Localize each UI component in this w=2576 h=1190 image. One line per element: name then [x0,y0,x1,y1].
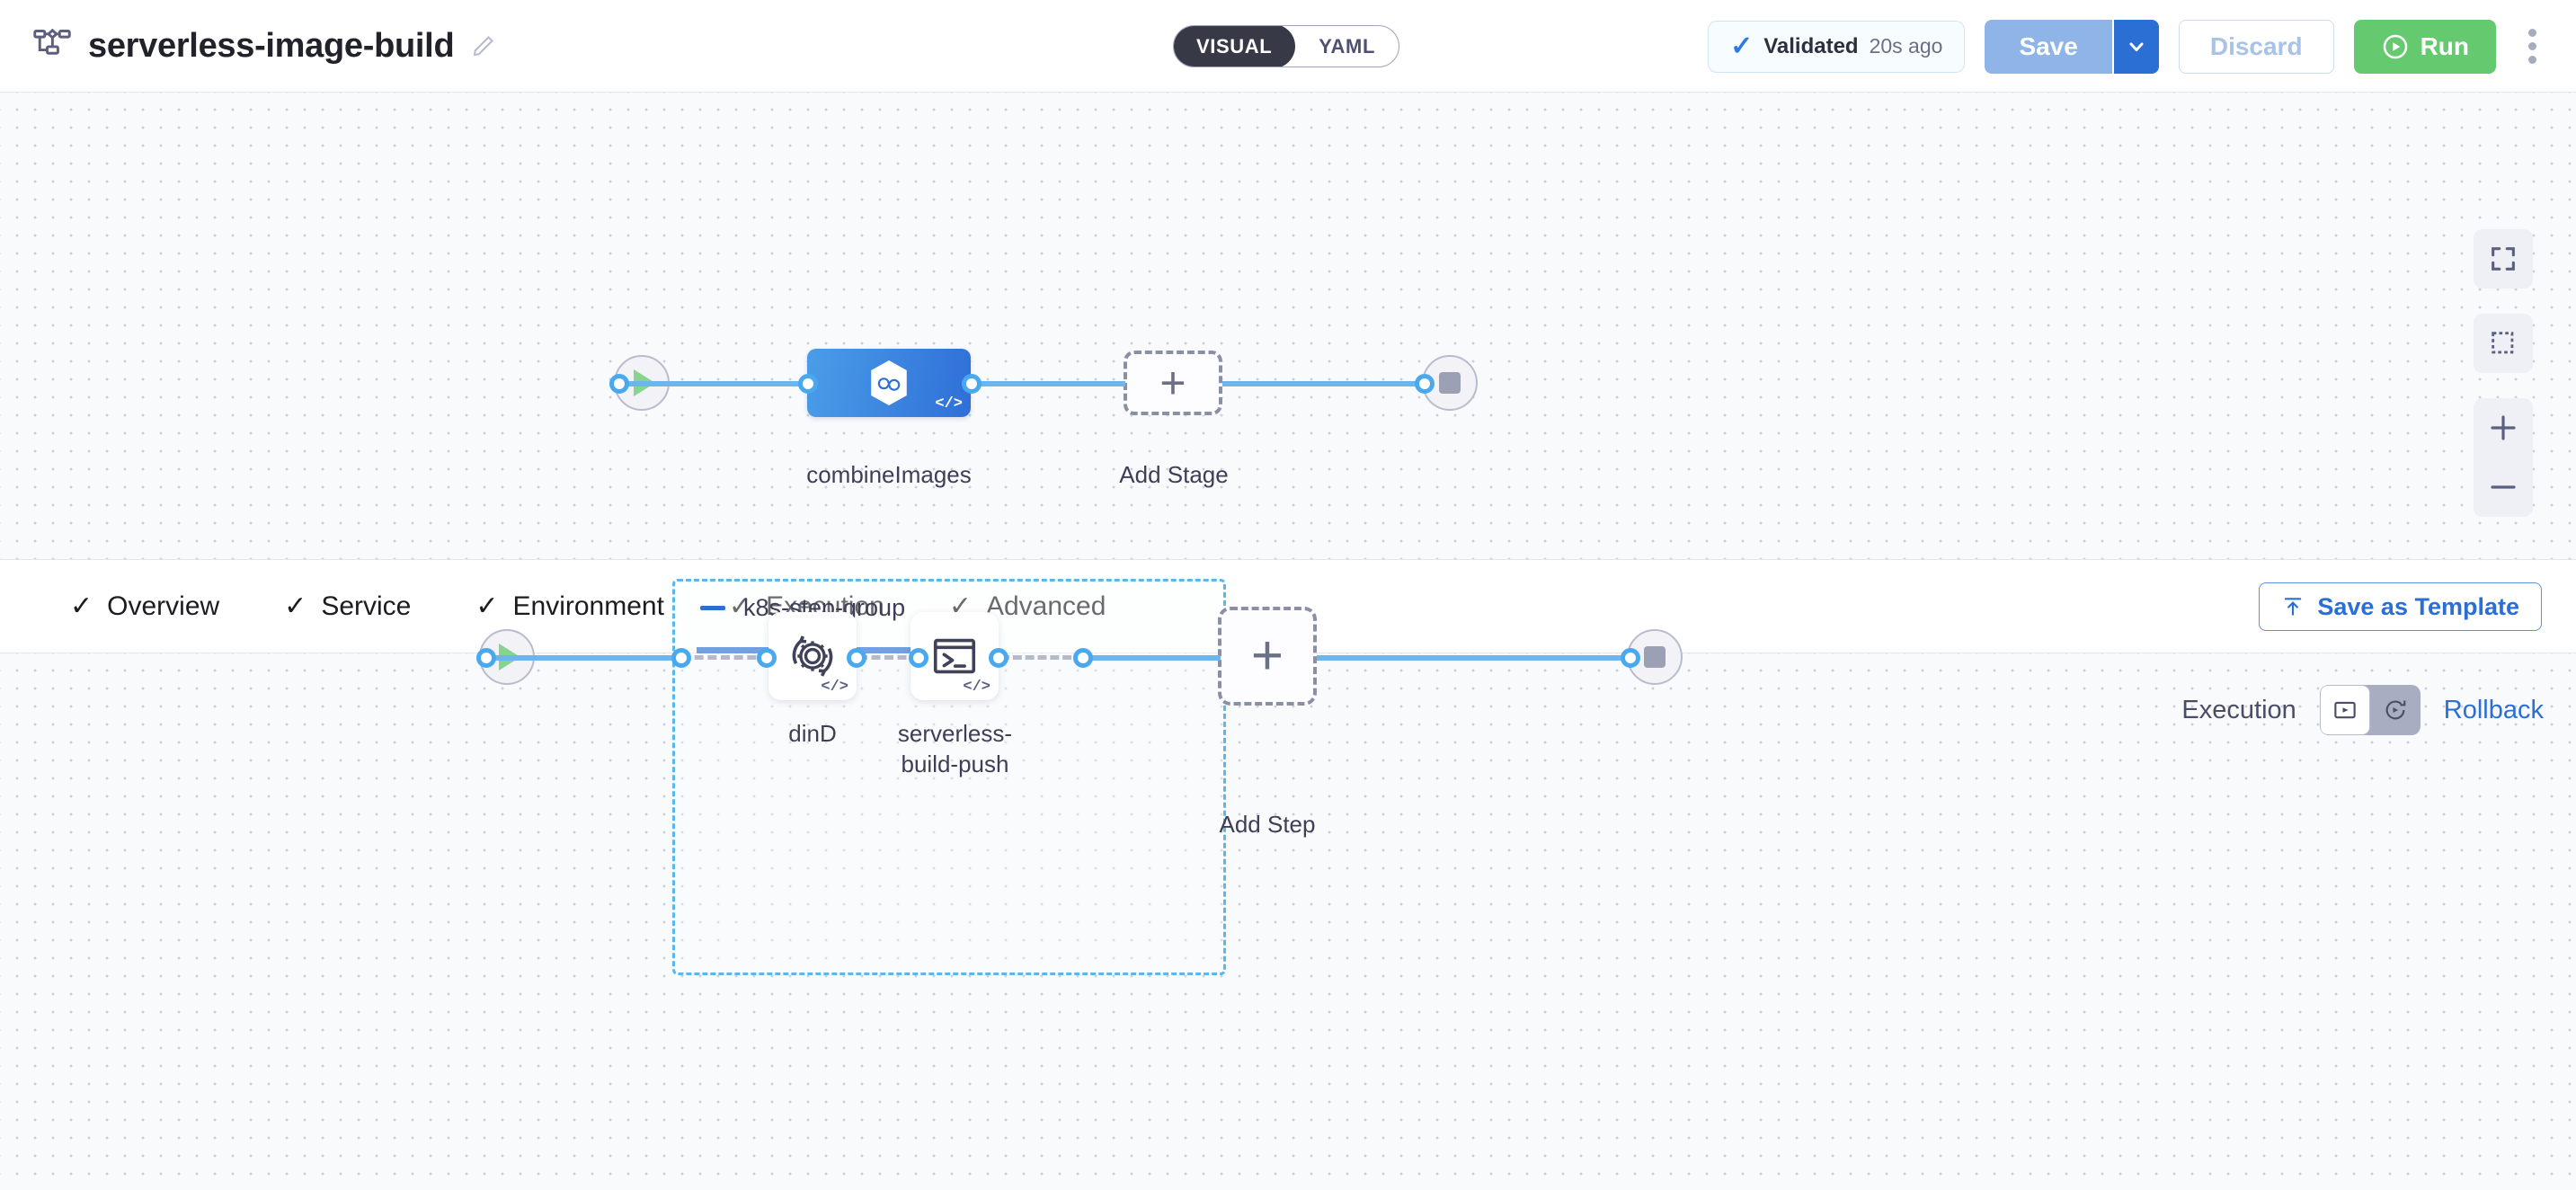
validated-label: Validated [1763,33,1859,58]
pencil-icon[interactable] [470,32,497,59]
add-stage-label: Add Stage [1119,461,1229,488]
tab-label: Advanced [985,591,1106,621]
stop-icon [1439,372,1461,394]
edge-group-to-addstep [1084,655,1221,661]
plus-icon: + [1159,358,1186,408]
group-exit-port[interactable] [1073,648,1093,668]
zoom-out-button[interactable] [2474,457,2533,517]
app-header: serverless-image-build VISUAL YAML ✓ Val… [0,0,2576,93]
page-title: serverless-image-build [88,26,455,65]
minus-icon[interactable] [700,606,725,610]
dind-input-port[interactable] [757,648,777,668]
edge-start-to-stage [625,381,813,386]
step-label-serverless-build-push: serverless- build-push [897,720,1013,778]
status-badge: ✓ Validated 20s ago [1708,20,1966,73]
header-right-group: ✓ Validated 20s ago Save Discard Run [1708,0,2576,93]
add-step-label: Add Step [1219,811,1316,838]
fullscreen-icon[interactable] [2474,229,2533,289]
code-badge: </> [935,395,963,413]
edge-group-to-dind [681,655,769,660]
stage-canvas[interactable]: </> combineImages + Add Stage [0,93,2576,560]
zoom-in-button[interactable] [2474,398,2533,457]
discard-button[interactable]: Discard [2178,19,2334,74]
execution-play-box-icon[interactable] [2319,685,2370,735]
build-output-port[interactable] [989,648,1008,668]
edge-addstep-to-end [1317,655,1627,661]
edge-start-to-group [491,655,680,661]
run-label: Run [2420,31,2469,60]
save-split-button[interactable]: Save [1985,19,2159,74]
stage-label: combineImages [806,461,972,488]
tab-visual[interactable]: VISUAL [1174,26,1296,67]
chevron-down-icon[interactable] [2111,19,2159,74]
step-canvas[interactable]: Execution Rollback [0,579,2576,1190]
step-end-port[interactable] [1621,648,1640,668]
validated-time: 20s ago [1869,34,1943,58]
rollback-label[interactable]: Rollback [2443,695,2544,724]
tab-list: ✓ Overview ✓ Service ✓ Environment ✓ Exe… [0,560,1138,653]
group-entry-port[interactable] [671,648,691,668]
dind-output-port[interactable] [847,648,866,668]
add-stage-button[interactable]: + [1124,351,1222,415]
run-button[interactable]: Run [2353,19,2496,74]
save-button[interactable]: Save [1985,19,2112,74]
step-label-dind: dinD [788,720,837,747]
stage-input-port[interactable] [798,374,818,394]
terminal-icon [928,630,981,682]
check-icon: ✓ [284,591,307,621]
check-icon: ✓ [70,591,93,621]
save-as-template-button[interactable]: Save as Template [2259,582,2542,631]
step-node-dind[interactable]: </> [768,612,857,700]
check-icon: ✓ [475,591,499,621]
rollback-rotate-icon[interactable] [2370,685,2421,735]
step-start-port[interactable] [476,648,496,668]
dashed-square-icon[interactable] [2474,314,2533,373]
canvas-controls[interactable] [2474,229,2533,517]
execution-rollback-switch[interactable]: Execution Rollback [2181,685,2544,735]
tab-label: Overview [107,591,220,621]
stage-node-combineimages[interactable]: </> [807,349,971,417]
kebab-menu-icon[interactable] [2516,22,2549,71]
tab-yaml[interactable]: YAML [1319,34,1375,58]
edge-build-to-groupexit [1000,655,1084,660]
zoom-controls[interactable] [2474,398,2533,517]
edge-add-to-end [1222,381,1422,386]
execution-label: Execution [2181,695,2296,724]
tab-label: Service [321,591,412,621]
plus-icon: + [1250,624,1284,687]
view-mode-toggle[interactable]: VISUAL YAML [1173,25,1399,67]
edge-stage-to-add [975,381,1125,386]
template-upload-icon [2281,595,2305,618]
code-badge: </> [963,679,990,696]
add-step-button[interactable]: + [1218,607,1317,706]
end-port[interactable] [1415,374,1435,394]
pipeline-icon [32,26,72,66]
header-left-group: serverless-image-build [0,26,497,66]
play-circle-icon [2381,32,2410,61]
start-port[interactable] [609,374,629,394]
tab-environment[interactable]: ✓ Environment [443,560,697,653]
stage-output-port[interactable] [962,374,982,394]
code-badge: </> [821,679,848,696]
edge-dind-to-build [858,655,919,660]
harness-hexagon-icon [868,360,910,406]
build-input-port[interactable] [909,648,928,668]
tab-overview[interactable]: ✓ Overview [38,560,252,653]
tab-label: Environment [512,591,664,621]
tab-service[interactable]: ✓ Service [252,560,443,653]
tab-advanced[interactable]: ✓ Advanced [917,560,1139,653]
stop-icon [1644,646,1666,668]
check-icon: ✓ [728,591,752,621]
check-icon: ✓ [1730,31,1754,61]
gear-rotate-icon [786,630,839,682]
save-as-template-label: Save as Template [2317,592,2519,620]
